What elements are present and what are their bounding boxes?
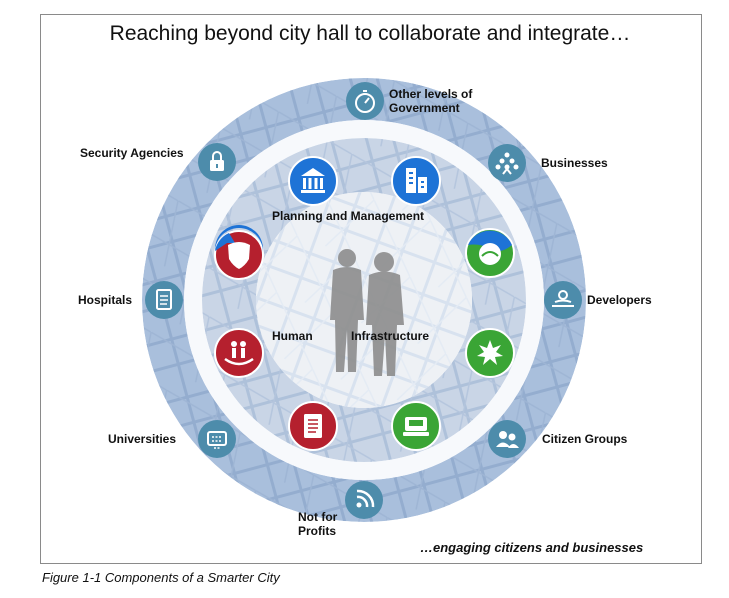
not-for-profits-rss-icon bbox=[345, 481, 383, 519]
inner-core bbox=[256, 192, 472, 408]
planning-office-building-icon bbox=[391, 156, 441, 206]
label-security-agencies: Security Agencies bbox=[80, 146, 184, 160]
label-not-for-profits: Not for Profits bbox=[298, 510, 337, 538]
government-stopwatch-icon bbox=[346, 82, 384, 120]
label-not-for-profits-line1: Not for bbox=[298, 510, 338, 524]
human-family-care-icon bbox=[214, 328, 264, 378]
label-human: Human bbox=[272, 329, 313, 343]
infrastructure-globe-water-icon bbox=[465, 228, 515, 278]
label-citizen-groups: Citizen Groups bbox=[542, 432, 628, 446]
label-businesses: Businesses bbox=[541, 156, 608, 170]
label-universities: Universities bbox=[108, 432, 177, 446]
label-infrastructure: Infrastructure bbox=[351, 329, 430, 343]
developers-icon bbox=[544, 281, 582, 319]
security-agencies-padlock-icon bbox=[198, 143, 236, 181]
label-not-for-profits-line2: Profits bbox=[298, 524, 337, 538]
diagram-title: Reaching beyond city hall to collaborate… bbox=[109, 22, 631, 45]
label-government: Other levels of Government bbox=[389, 87, 472, 115]
label-government-line1: Other levels of bbox=[389, 87, 473, 101]
human-police-shield-icon bbox=[214, 225, 264, 280]
infrastructure-transport-icon bbox=[391, 401, 441, 451]
label-government-line2: Government bbox=[389, 101, 460, 115]
universities-keyboard-icon bbox=[198, 420, 236, 458]
figure-caption: Figure 1-1 Components of a Smarter City bbox=[42, 570, 280, 585]
tagline: …engaging citizens and businesses bbox=[420, 540, 644, 555]
citizen-groups-people-icon bbox=[488, 420, 526, 458]
human-book-icon bbox=[288, 401, 338, 451]
label-hospitals: Hospitals bbox=[78, 293, 133, 307]
hospitals-clipboard-icon bbox=[145, 281, 183, 319]
people-silhouette-icon bbox=[330, 249, 404, 376]
label-planning-and-management: Planning and Management bbox=[272, 209, 425, 223]
label-developers: Developers bbox=[587, 293, 652, 307]
infrastructure-energy-icon bbox=[465, 328, 515, 378]
planning-government-building-icon bbox=[288, 156, 338, 206]
businesses-network-icon bbox=[488, 144, 526, 182]
